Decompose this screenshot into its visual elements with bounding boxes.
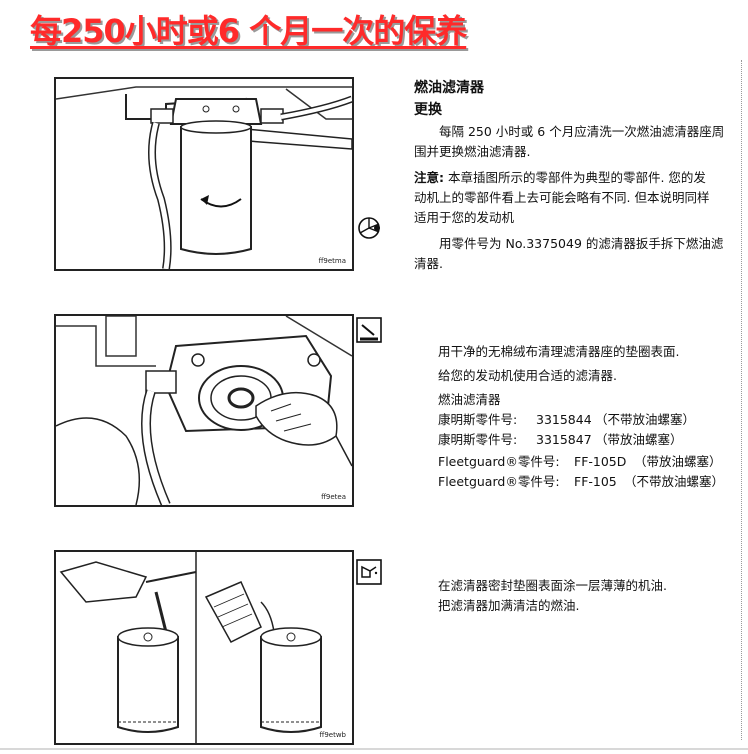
part-number: 3315847 [536,432,592,447]
figure-caption: ff9etma [318,257,346,265]
part-label: Fleetguard®零件号: [438,474,560,489]
figure-caption: ff9etea [321,493,346,501]
part-row: 康明斯零件号: 3315844 （不带放油螺塞） [438,410,695,430]
cleaning-cloth-icon [356,317,382,343]
section-subheading-replace: 更换 [414,102,442,118]
cleaning-instruction: 用干净的无棉绒布清理滤清器座的垫圈表面. [438,344,680,359]
filter-head-cleaning-illustration [56,316,352,505]
part-number: 3315844 [536,412,592,427]
page-right-edge [741,60,743,740]
section-heading-fuel-filter: 燃油滤清器 [414,80,484,96]
note-text: 本章插图所示的零部件为典型的零部件. 您的发 [444,170,706,185]
part-note: （不带放油螺塞） [624,474,725,489]
part-label: 康明斯零件号: [438,412,518,427]
part-label: 康明斯零件号: [438,432,518,447]
part-row: 康明斯零件号: 3315847 （带放油螺塞） [438,430,683,450]
part-note: （带放油螺塞） [595,432,683,447]
note-label: 注意: [414,170,444,185]
apply-oil-instruction: 在滤清器密封垫圈表面涂一层薄薄的机油. [438,578,667,593]
prefill-fuel-instruction: 把滤清器加满清洁的燃油. [438,598,580,613]
figure-fuel-filter-removal: ff9etma [54,77,354,271]
note-line2: 动机上的零部件看上去可能会略有不同. 但本说明同样 [414,190,710,205]
filter-prefill-illustration [59,552,322,743]
filter-suitability-instruction: 给您的发动机使用合适的滤清器. [438,368,617,383]
part-row: Fleetguard®零件号: FF-105 （不带放油螺塞） [438,472,724,492]
part-note: （不带放油螺塞） [595,412,696,427]
part-number: FF-105D [574,454,627,469]
wrench-socket-icon [356,215,382,241]
note-line3: 适用于您的发动机 [414,210,515,225]
page-bottom-edge [0,748,748,750]
oil-can-icon [356,559,382,585]
fuel-filter-removal-illustration [56,86,352,269]
part-number: FF-105 [574,474,617,489]
part-row: Fleetguard®零件号: FF-105D （带放油螺塞） [438,452,722,472]
figure-filter-prefill: ff9etwb [54,550,354,745]
note-line1: 注意: 本章插图所示的零部件为典型的零部件. 您的发 [414,168,706,188]
page-title: 每250小时或6 个月一次的保养 [30,12,467,50]
filter-parts-heading: 燃油滤清器 [438,392,501,407]
paragraph-wrench-line1: 用零件号为 No.3375049 的滤清器扳手拆下燃油滤 [439,236,724,251]
part-label: Fleetguard®零件号: [438,454,560,469]
figure-caption: ff9etwb [319,731,347,739]
paragraph-interval-line2: 围并更换燃油滤清器. [414,144,531,159]
figure-filter-head-cleaning: ff9etea [54,314,354,507]
paragraph-interval-line1: 每隔 250 小时或 6 个月应清洗一次燃油滤清器座周 [439,124,725,139]
part-note: （带放油螺塞） [634,454,722,469]
paragraph-wrench-line2: 清器. [414,256,443,271]
